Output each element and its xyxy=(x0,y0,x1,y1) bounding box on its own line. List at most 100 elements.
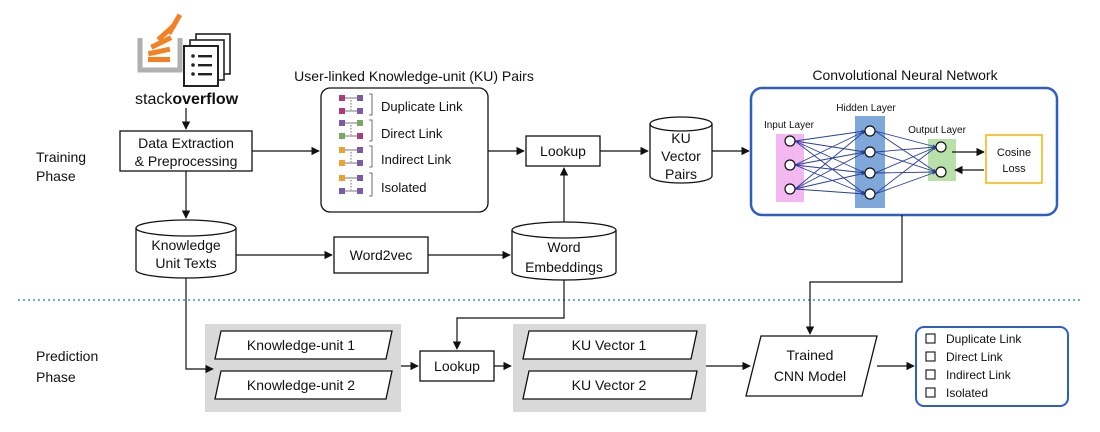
output-duplicate-link: Duplicate Link xyxy=(946,332,1022,346)
output-isolated: Isolated xyxy=(946,386,988,400)
lookup-pred-box: Lookup xyxy=(419,350,495,382)
ku-pairs-panel: User-linked Knowledge-unit (KU) Pairs xyxy=(294,68,534,213)
cnn-hidden-neuron xyxy=(864,146,876,158)
pairs-link-indirect: Indirect Link xyxy=(381,152,452,167)
data-extraction-line2: & Preprocessing xyxy=(135,153,238,169)
kuv2-box: KU Vector 2 xyxy=(522,370,698,400)
ku-texts-line1: Knowledge xyxy=(151,237,220,253)
cnn-hidden-layer-label: Hidden Layer xyxy=(836,103,896,114)
data-extraction-box: Data Extraction & Preprocessing xyxy=(119,130,253,172)
lookup-train-label: Lookup xyxy=(540,143,586,159)
output-indirect-link: Indirect Link xyxy=(946,368,1012,382)
training-phase-label: Training Phase xyxy=(36,149,86,184)
ku1-label: Knowledge-unit 1 xyxy=(247,337,355,353)
cnn-edge xyxy=(794,130,866,190)
cnn-input-neuron xyxy=(784,159,796,171)
cnn-edge xyxy=(794,150,866,166)
trained-cnn-line1: Trained xyxy=(787,347,834,363)
cnn-output-neuron xyxy=(935,166,947,178)
training-phase-line2: Phase xyxy=(36,168,76,184)
pair-glyphs xyxy=(339,93,373,197)
logo-text-stack: stack xyxy=(135,91,173,108)
cnn-edge xyxy=(874,171,937,195)
cnn-edge xyxy=(794,164,866,175)
cnn-hidden-neuron xyxy=(864,188,876,200)
output-checkbox-icon xyxy=(925,333,936,344)
output-checkbox-icon xyxy=(925,369,936,380)
cnn-nodes xyxy=(784,125,947,200)
cnn-edge xyxy=(794,140,866,174)
arrow-texts-to-ku xyxy=(185,278,214,374)
flow-arrows xyxy=(181,108,915,374)
stackoverflow-logo-icon xyxy=(137,13,231,87)
cnn-input-layer-label: Input Layer xyxy=(764,120,815,131)
cnn-output-neuron xyxy=(935,141,947,153)
cosine-loss-line2: Loss xyxy=(1002,163,1026,175)
output-list: Duplicate Link Direct Link Indirect Link… xyxy=(915,326,1069,407)
pairs-link-duplicate: Duplicate Link xyxy=(381,99,463,114)
cnn-input-neuron xyxy=(784,135,796,147)
word2vec-box: Word2vec xyxy=(333,236,429,274)
word2vec-label: Word2vec xyxy=(350,247,413,263)
ku1-box: Knowledge-unit 1 xyxy=(214,330,393,360)
cnn-edge xyxy=(794,130,866,166)
cnn-edge xyxy=(794,129,866,142)
arrow-embeddings-to-lookup-pred xyxy=(452,280,565,350)
stackoverflow-logo: stackoverflow xyxy=(135,13,239,108)
cnn-edge xyxy=(874,130,937,148)
lookup-pred-label: Lookup xyxy=(434,358,480,374)
word-embeddings-database: Word Embeddings xyxy=(511,221,617,281)
cnn-edge xyxy=(874,145,937,153)
prediction-phase-line2: Phase xyxy=(36,369,76,385)
cnn-title: Convolutional Neural Network xyxy=(812,67,998,83)
kuv1-box: KU Vector 1 xyxy=(522,330,698,360)
cnn-edge xyxy=(874,146,937,195)
cnn-output-layer-label: Output Layer xyxy=(908,125,966,136)
data-extraction-line1: Data Extraction xyxy=(138,135,234,151)
ku2-label: Knowledge-unit 2 xyxy=(247,377,355,393)
ku-vector-pairs-line3: Pairs xyxy=(665,166,697,182)
cnn-edge xyxy=(794,151,866,190)
kuv2-label: KU Vector 2 xyxy=(572,377,647,393)
cnn-edge xyxy=(874,130,937,173)
cnn-hidden-neuron xyxy=(864,167,876,179)
arrow-cnn-to-trained xyxy=(805,215,903,335)
cnn-edge xyxy=(874,146,937,174)
cnn-input-neuron xyxy=(784,183,796,195)
output-checkbox-icon xyxy=(925,387,936,398)
ku-vector-pairs-line2: Vector xyxy=(661,148,701,164)
cnn-edge xyxy=(794,140,866,195)
ku-texts-database: Knowledge Unit Texts xyxy=(135,219,237,279)
lookup-train-box: Lookup xyxy=(525,135,601,167)
kuv1-label: KU Vector 1 xyxy=(572,337,647,353)
cnn-edge xyxy=(794,164,866,195)
pairs-link-isolated: Isolated xyxy=(381,180,427,195)
cnn-hidden-neuron xyxy=(864,125,876,137)
ku-texts-line2: Unit Texts xyxy=(155,255,216,271)
cnn-edge xyxy=(794,140,866,154)
prediction-phase-label: Prediction Phase xyxy=(36,348,98,385)
cnn-edge xyxy=(794,171,866,190)
output-checkbox-icon xyxy=(925,351,936,362)
cnn-panel: Convolutional Neural Network Input Layer… xyxy=(749,67,1059,217)
cosine-loss-line1: Cosine xyxy=(997,147,1031,159)
prediction-phase-line1: Prediction xyxy=(36,348,98,364)
trained-cnn-line2: CNN Model xyxy=(774,368,846,384)
cnn-edge xyxy=(794,188,866,196)
training-phase-line1: Training xyxy=(36,149,86,165)
ku-vector-pairs-line1: KU xyxy=(671,130,690,146)
cnn-edge xyxy=(874,170,937,174)
ku-vector-pairs-database: KU Vector Pairs xyxy=(649,116,713,184)
logo-text-overflow: overflow xyxy=(172,91,238,108)
word-embeddings-line1: Word xyxy=(547,239,580,255)
cnn-edge xyxy=(874,151,937,173)
word-embeddings-line2: Embeddings xyxy=(525,259,603,275)
pairs-link-direct: Direct Link xyxy=(381,126,443,141)
ku2-box: Knowledge-unit 2 xyxy=(214,370,393,400)
cosine-loss-box: Cosine Loss xyxy=(985,134,1043,184)
svg-text:stackoverflow: stackoverflow xyxy=(135,91,239,108)
cnn-edges xyxy=(794,129,937,196)
output-direct-link: Direct Link xyxy=(946,350,1004,364)
ku-pairs-title: User-linked Knowledge-unit (KU) Pairs xyxy=(294,68,534,84)
trained-cnn-box: Trained CNN Model xyxy=(745,335,878,397)
